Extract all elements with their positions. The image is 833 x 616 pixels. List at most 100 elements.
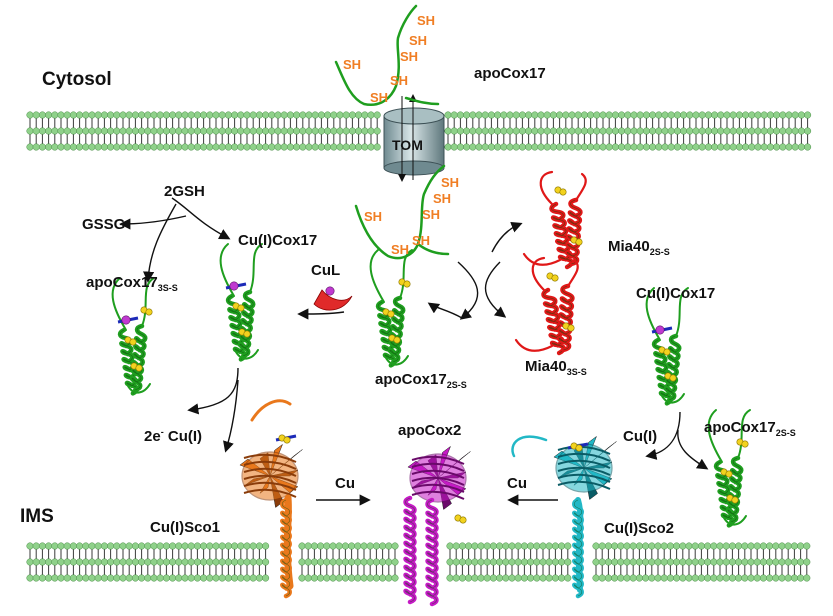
apocox17-label: apoCox17 xyxy=(474,65,546,82)
cu-i-label: Cu(I) xyxy=(623,428,658,445)
coil xyxy=(522,252,562,266)
coil xyxy=(399,249,413,299)
inner-membrane-1 xyxy=(26,542,270,582)
mia-arrow-3 xyxy=(491,221,523,253)
disulfide-bond xyxy=(129,338,137,346)
disulfide-bond xyxy=(243,330,251,338)
disulfide-bond xyxy=(669,374,677,382)
coil xyxy=(235,349,259,360)
sco2-domain xyxy=(553,435,617,500)
tom-complex xyxy=(383,94,445,182)
disulfide-bond xyxy=(575,238,583,246)
mia-arrow-1 xyxy=(457,261,479,320)
inner-membrane-3 xyxy=(446,542,572,582)
coil xyxy=(723,515,747,526)
cytosol-label: Cytosol xyxy=(42,69,112,90)
disulfide-bond xyxy=(387,310,395,318)
sh-label: SH xyxy=(364,209,383,224)
apocox17-2ss-right-label: apoCox172S-S xyxy=(704,419,796,438)
disulfide-bond xyxy=(741,440,749,448)
tom-bottom xyxy=(383,160,445,176)
coil xyxy=(645,287,661,341)
electron-arrow xyxy=(187,367,239,415)
membranes xyxy=(26,111,812,582)
disulfide-bond xyxy=(393,336,401,344)
reaction-arrows xyxy=(119,197,709,506)
disulfide-bond xyxy=(567,324,575,332)
apocox17-chain-top xyxy=(334,4,418,107)
disulfide-bond xyxy=(459,516,467,524)
sh-label: SH xyxy=(417,13,436,28)
helix xyxy=(237,289,256,358)
helix xyxy=(403,495,417,605)
cu-i-arrow-1 xyxy=(645,411,681,460)
sco1-loop xyxy=(250,399,292,422)
ims-label: IMS xyxy=(20,506,54,527)
coil xyxy=(675,287,689,337)
cul-to-cox17-arrow xyxy=(297,308,345,320)
copper-ion xyxy=(229,281,239,291)
sco1-domain xyxy=(239,443,303,508)
cul-ligand xyxy=(313,289,353,311)
disulfide-bond xyxy=(559,188,567,196)
sh-label: SH xyxy=(433,191,452,206)
helix xyxy=(564,197,583,267)
coil xyxy=(141,277,155,327)
helix xyxy=(425,497,439,607)
apocox17-chain-top-end xyxy=(404,96,440,106)
tom-cylinder xyxy=(383,115,445,169)
cu-i-arrow-2 xyxy=(677,429,709,470)
sh-label: SH xyxy=(391,242,410,257)
disulfide-bond xyxy=(237,304,245,312)
helix xyxy=(280,497,292,599)
apocox17-3ss-label: apoCox173S-S xyxy=(86,274,178,293)
coil xyxy=(369,249,385,303)
coil xyxy=(539,170,554,206)
sh-label: SH xyxy=(412,233,431,248)
mia-arrow-2 xyxy=(485,261,507,318)
tom-top xyxy=(383,107,445,125)
disulfide-bond xyxy=(575,444,583,452)
helix xyxy=(129,323,148,392)
protein-structures xyxy=(111,4,751,607)
helix xyxy=(725,455,744,524)
helix xyxy=(663,333,682,402)
cox17-to-sco1-arrow xyxy=(223,379,239,453)
gssg-arrow xyxy=(119,215,187,230)
sh-label: SH xyxy=(390,73,409,88)
apocox17-chain-lower-end xyxy=(416,242,450,256)
gsh-to-apo-arrow xyxy=(143,203,177,283)
cu-sco2-label: Cu(I)Sco2 xyxy=(604,520,675,537)
cox2-domain xyxy=(407,445,471,510)
apocox2-label: apoCox2 xyxy=(398,422,462,439)
cu-left-label: Cu xyxy=(335,475,355,492)
disulfide-bond xyxy=(403,280,411,288)
gsh-arrow xyxy=(171,197,231,240)
cu-cox17-right-label: Cu(I)Cox17 xyxy=(636,285,716,302)
sh-label: SH xyxy=(343,57,362,72)
coil xyxy=(707,409,723,463)
mia40-2ss-label: Mia402S-S xyxy=(608,238,670,257)
mia40-3ss-label: Mia403S-S xyxy=(525,358,587,377)
electrons-label: 2e- Cu(I) xyxy=(144,427,203,445)
helix xyxy=(387,295,406,364)
helix xyxy=(572,497,584,599)
disulfide-bond xyxy=(135,364,143,372)
sh-label: SH xyxy=(370,90,389,105)
cul-label: CuL xyxy=(311,262,341,279)
apocox17-2ss-center-label: apoCox172S-S xyxy=(375,371,467,390)
disulfide-bond xyxy=(283,436,291,444)
coil xyxy=(111,277,127,331)
coil xyxy=(249,243,263,293)
sh-label: SH xyxy=(409,33,428,48)
cu-right-label: Cu xyxy=(507,475,527,492)
disulfide-bond xyxy=(551,274,559,282)
coil xyxy=(514,338,554,352)
coil xyxy=(566,258,579,288)
coil xyxy=(661,393,685,404)
coil xyxy=(531,256,546,292)
coil xyxy=(219,243,235,297)
mia-arrow-4 xyxy=(427,302,463,319)
